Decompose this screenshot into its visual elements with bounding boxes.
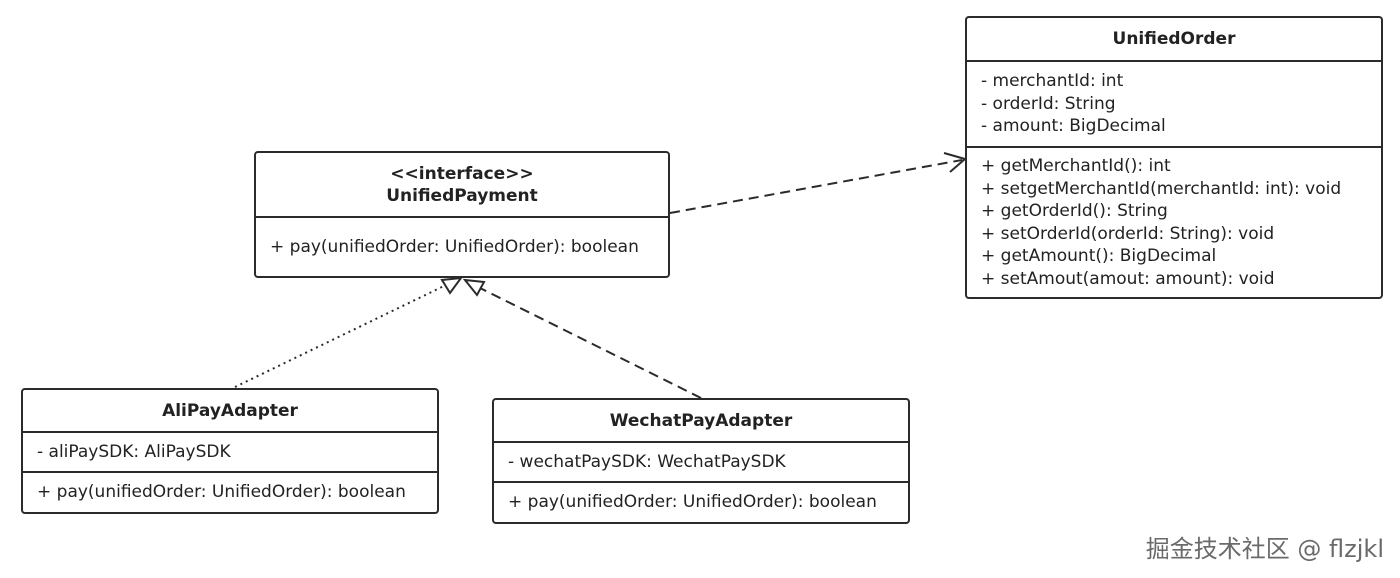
attribute: - orderId: String <box>981 93 1116 114</box>
class-name: WechatPayAdapter <box>609 410 793 431</box>
attribute-section: - wechatPaySDK: WechatPaySDK <box>494 443 908 483</box>
method: + getOrderId(): String <box>981 201 1168 221</box>
method-section: + pay(unifiedOrder: UnifiedOrder): boole… <box>256 218 668 276</box>
method: + setgetMerchantId(merchantId: int): voi… <box>981 178 1342 199</box>
attribute: - amount: BigDecimal <box>981 116 1166 137</box>
stereotype-label: <<interface>> <box>390 163 534 184</box>
attribute-section: - aliPaySDK: AliPaySDK <box>23 433 437 473</box>
attribute: - wechatPaySDK: WechatPaySDK <box>508 451 786 472</box>
alipay-adapter-class[interactable]: AliPayAdapter - aliPaySDK: AliPaySDK + p… <box>21 388 439 514</box>
class-name: AliPayAdapter <box>162 400 298 421</box>
class-header: AliPayAdapter <box>23 390 437 433</box>
attribute: - aliPaySDK: AliPaySDK <box>37 441 231 462</box>
unified-order-class[interactable]: UnifiedOrder - merchantId: int - orderId… <box>965 16 1383 299</box>
method-section: + pay(unifiedOrder: UnifiedOrder): boole… <box>23 473 437 512</box>
unified-payment-class[interactable]: <<interface>> UnifiedPayment + pay(unifi… <box>254 151 670 278</box>
class-header: UnifiedOrder <box>967 18 1381 62</box>
class-name: UnifiedPayment <box>386 185 538 206</box>
method-section: + pay(unifiedOrder: UnifiedOrder): boole… <box>494 483 908 522</box>
class-name: UnifiedOrder <box>1112 29 1236 49</box>
alipay-realization-line <box>234 284 447 388</box>
method: + pay(unifiedOrder: UnifiedOrder): boole… <box>508 492 877 513</box>
method: + pay(unifiedOrder: UnifiedOrder): boole… <box>270 236 639 257</box>
attribute-section: - merchantId: int - orderId: String - am… <box>967 62 1381 148</box>
wechat-hollow-triangle <box>462 278 486 297</box>
alipay-hollow-triangle <box>440 276 464 295</box>
class-header: WechatPayAdapter <box>494 400 908 443</box>
dependency-line <box>669 159 963 214</box>
method: + getMerchantId(): int <box>981 156 1171 176</box>
method: + setAmout(amout: amount): void <box>981 268 1275 289</box>
wechat-realization-line <box>479 287 702 399</box>
attribute: - merchantId: int <box>981 71 1124 92</box>
method: + setOrderId(orderId: String): void <box>981 223 1275 244</box>
wechatpay-adapter-class[interactable]: WechatPayAdapter - wechatPaySDK: WechatP… <box>492 398 910 524</box>
method: + pay(unifiedOrder: UnifiedOrder): boole… <box>37 482 406 503</box>
watermark-text: 掘金技术社区 @ flzjkl <box>1145 535 1384 563</box>
method: + getAmount(): BigDecimal <box>981 246 1217 266</box>
class-header: <<interface>> UnifiedPayment <box>256 153 668 218</box>
method-section: + getMerchantId(): int + setgetMerchantI… <box>967 148 1381 297</box>
